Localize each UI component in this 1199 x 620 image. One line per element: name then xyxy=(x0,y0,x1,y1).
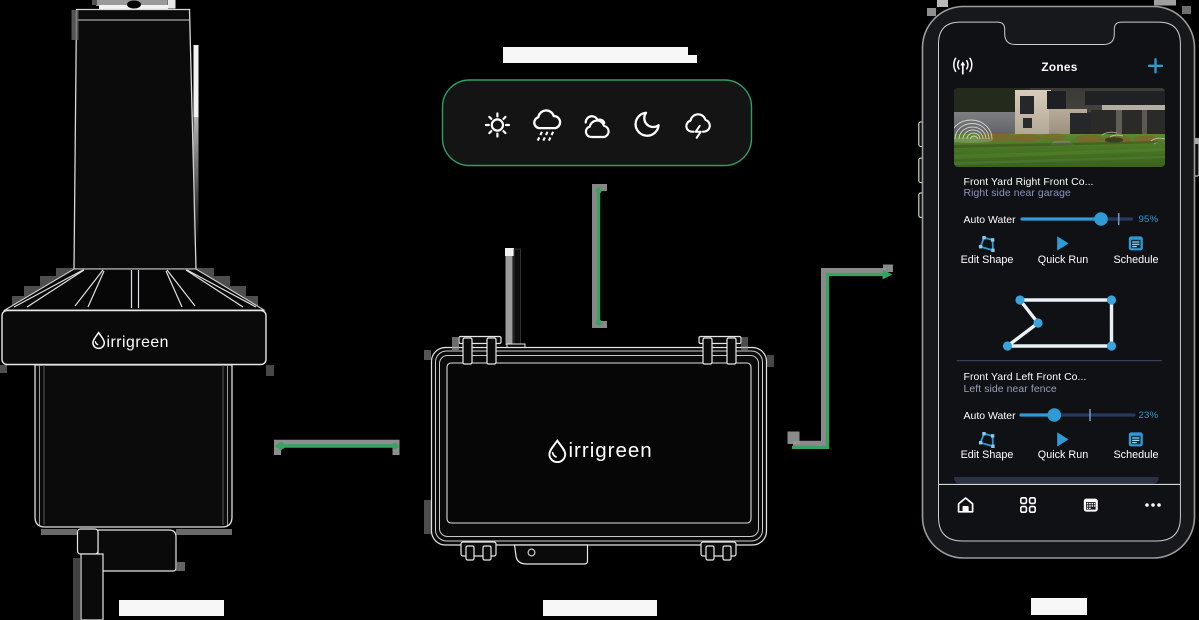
svg-text:irrigreen: irrigreen xyxy=(107,334,169,351)
svg-text:irrigreen: irrigreen xyxy=(569,439,653,462)
